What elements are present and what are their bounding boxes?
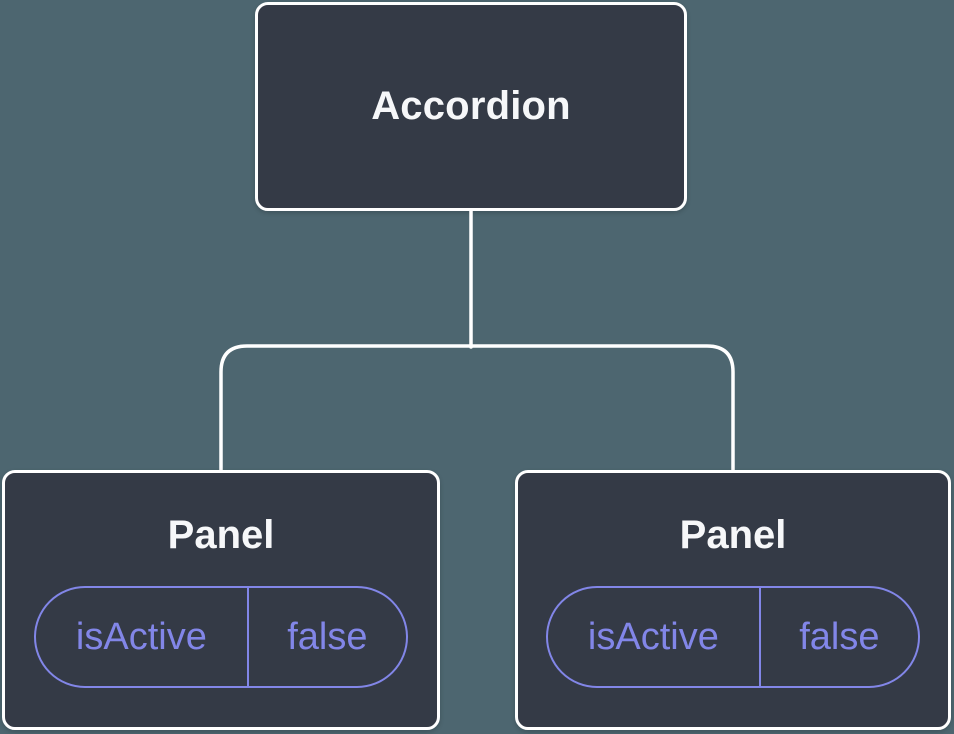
panel-node-label: Panel [679, 513, 787, 557]
state-prop-pill: isActive false [34, 586, 408, 688]
panel-node-label: Panel [167, 513, 275, 557]
accordion-node-label: Accordion [371, 84, 571, 128]
node-panel-right: Panel isActive false [515, 470, 951, 730]
prop-value-label: false [799, 615, 880, 658]
prop-value-label: false [287, 615, 368, 658]
state-prop-pill: isActive false [546, 586, 920, 688]
connector-branch-line [219, 344, 735, 473]
node-panel-left: Panel isActive false [2, 470, 440, 730]
node-accordion: Accordion [255, 2, 687, 211]
prop-name-label: isActive [548, 588, 761, 686]
prop-name-label: isActive [36, 588, 249, 686]
